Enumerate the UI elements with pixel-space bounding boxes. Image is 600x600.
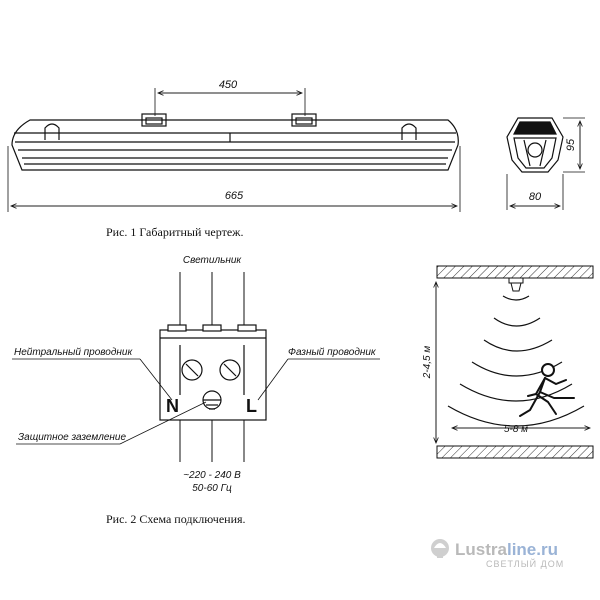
ground-label: Защитное заземление (18, 432, 126, 443)
ceiling (436, 265, 594, 279)
terminal-block (159, 324, 267, 421)
brand-tagline: СВЕТЛЫЙ ДОМ (486, 558, 564, 569)
brand-part-dark: Lustra (455, 540, 508, 559)
figure1-caption: Рис. 1 Габаритный чертеж. (106, 225, 243, 239)
brand-logo-mark (431, 539, 449, 558)
dimension-665-label: 665 (225, 190, 244, 202)
supply-wires-bottom (179, 420, 245, 462)
floor (436, 445, 594, 459)
height-label: 2-4,5 м (422, 346, 433, 380)
supply-voltage: ~220 - 240 В (183, 470, 241, 481)
detection-waves (447, 295, 585, 427)
terminal-l: L (246, 396, 257, 416)
dimension-95 (563, 117, 585, 173)
person-icon (519, 363, 575, 417)
dimension-450 (154, 88, 306, 116)
dimension-95-label: 95 (565, 138, 577, 151)
sensor-device (508, 277, 524, 292)
dimension-450-label: 450 (219, 79, 238, 91)
supply-wires-top (179, 272, 245, 330)
brand-part-blue: line.ru (507, 540, 558, 559)
luminaire-front-view (11, 113, 459, 171)
terminal-n: N (166, 396, 179, 416)
brand-wordmark: Lustraline.ru (455, 540, 558, 559)
dimension-665 (7, 146, 461, 212)
dimension-80-label: 80 (529, 191, 542, 203)
range-label: 5-8 м (504, 424, 528, 435)
supply-frequency: 50-60 Гц (192, 483, 232, 494)
leader-lines (12, 358, 380, 445)
neutral-conductor-label: Нейтральный проводник (14, 347, 133, 358)
figure2-caption: Рис. 2 Схема подключения. (106, 512, 246, 526)
luminaire-label: Светильник (183, 255, 243, 266)
phase-conductor-label: Фазный проводник (288, 347, 377, 358)
luminaire-side-view (506, 117, 564, 173)
dimension-80 (506, 174, 564, 210)
